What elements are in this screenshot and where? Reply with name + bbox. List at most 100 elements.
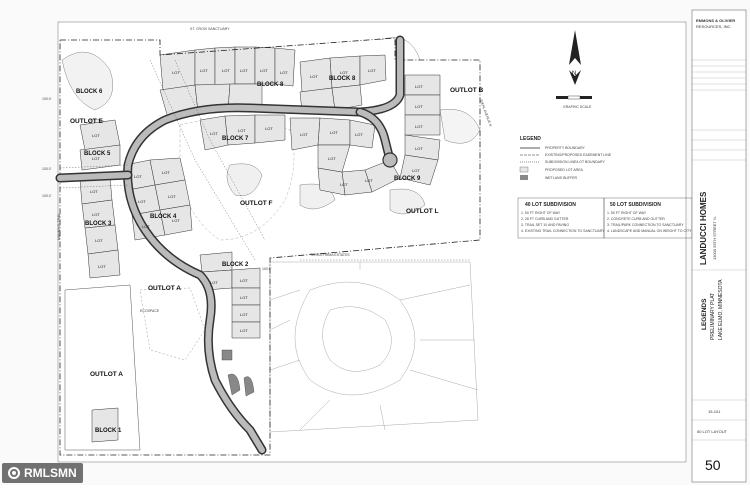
graphic-scale: GRAPHIC SCALE: [556, 95, 592, 109]
map-label: LOT: [240, 278, 248, 283]
map-label: LOT: [172, 70, 180, 75]
block-label: BLOCK 8: [329, 76, 356, 82]
row-lines: [59, 59, 470, 261]
map-label: EXISTING/PROPOSED EASEMENT LINE: [545, 153, 612, 157]
block-labels: BLOCK 6 BLOCK 8 BLOCK 8 BLOCK 7 BLOCK 9 …: [76, 76, 421, 434]
map-label: LOT: [265, 126, 273, 131]
map-label: MANNING TRAIL: [57, 213, 61, 240]
map-label: LOT: [415, 104, 423, 109]
map-label: LOT: [142, 224, 150, 229]
map-label: 1. 50 FT RIGHT OF WAY: [521, 211, 561, 215]
map-label: LOT: [90, 189, 98, 194]
map-label: LOT: [92, 156, 100, 161]
map-label: 40 LOT SUBDIVISION: [525, 202, 576, 208]
north-arrow-icon: N: [569, 30, 581, 85]
map-label: LOT: [415, 146, 423, 151]
map-label: LOT: [95, 238, 103, 243]
map-label: LOT: [328, 156, 336, 161]
map-label: 2. CONCRETE CURB AND GUTTER: [607, 217, 665, 221]
map-label: LOT: [200, 68, 208, 73]
map-label: 3. TRAIL/PARK CONNECTION TO SANCTUARY: [607, 223, 684, 227]
map-label: LOT: [340, 70, 348, 75]
outlot-label: OUTLOT L: [406, 208, 439, 215]
adjacent-plat-terra-firma: [269, 261, 479, 433]
map-label: SUBDIVISION LINE/LOT BOUNDARY: [545, 160, 605, 164]
map-label: PROPERTY BOUNDARY: [545, 146, 586, 150]
map-label: LOT: [415, 124, 423, 129]
map-label: 3. TRAIL SET 10 AND PAVING: [521, 223, 569, 227]
map-label: LAKE ELMO, MINNESOTA: [718, 279, 724, 340]
map-label: LOT: [238, 128, 246, 133]
outlot-labels: OUTLOT F OUTLOT A OUTLOT A OUTLOT B OUTL…: [70, 87, 484, 378]
map-label: LOT: [240, 312, 248, 317]
map-label: LOT: [172, 218, 180, 223]
map-label: LOT: [222, 68, 230, 73]
map-label: 100.0': [42, 194, 52, 198]
block-label: BLOCK 7: [222, 136, 249, 142]
map-label: TERRA FIRMA ESTATES: [310, 253, 350, 257]
map-label: LOT: [240, 295, 248, 300]
map-label: N: [572, 71, 576, 77]
map-label: LOT: [240, 68, 248, 73]
map-label: LOT: [340, 182, 348, 187]
map-label: LOT: [412, 168, 420, 173]
map-label: ST. CROIX SANCTUARY: [190, 27, 230, 31]
map-label: LOT: [98, 264, 106, 269]
map-label: 1. 50 FT RIGHT OF WAY: [607, 211, 647, 215]
outlot-label: OUTLOT A: [90, 371, 123, 378]
watermark-badge: RMLSMN: [2, 463, 83, 483]
map-label: 50 LOT LAYOUT: [697, 429, 728, 434]
map-label: PROPOSED LOT AREA: [545, 168, 584, 172]
block-label: BLOCK 6: [76, 89, 103, 95]
lot-labels: LOT LOT LOT LOT LOT LOT LOT LOT LOT LOT …: [90, 68, 423, 333]
block-label: BLOCK 1: [95, 428, 122, 434]
map-label: LOT: [92, 212, 100, 217]
map-label: 13000 55TH STREET N.: [712, 216, 717, 260]
outlot-label: OUTLOT A: [148, 285, 181, 292]
map-label: LOT: [162, 170, 170, 175]
map-label: EMMONS & OLIVIER: [696, 18, 735, 23]
map-label: LEGEND: [520, 136, 541, 142]
map-label: LOT: [310, 74, 318, 79]
legend: LEGEND PROPERTY BOUNDARY EXISTING/PROPOS…: [517, 136, 693, 239]
map-label: LOT: [210, 280, 218, 285]
property-boundary: [59, 37, 481, 456]
map-label: LOT: [92, 133, 100, 138]
map-label: ECOSPACE: [140, 309, 160, 313]
map-label: WETLAND BUFFER: [545, 176, 578, 180]
map-label: 4. LANDSCAPE AND MANUAL ON WEIGHT TO CIT…: [607, 229, 692, 233]
outlot-a-area: [64, 284, 141, 451]
block-label: BLOCK 5: [84, 151, 111, 157]
map-label: LOT: [134, 174, 142, 179]
watermark-text: RMLSMN: [24, 466, 77, 480]
outlot-label: OUTLOT F: [240, 200, 273, 207]
client-name: LANDUCCI HOMES: [699, 191, 708, 265]
map-label: LOT: [280, 70, 288, 75]
block-label: BLOCK 9: [394, 176, 421, 182]
map-label: LOT: [210, 131, 218, 136]
project-name: LEGENDS: [701, 298, 708, 330]
block-label: BLOCK 2: [222, 262, 249, 268]
map-label: PRELIMINARY PLAT: [710, 293, 716, 340]
block-label: BLOCK 4: [150, 214, 177, 220]
map-label: 50 LOT SUBDIVISION: [610, 202, 661, 208]
lots: [79, 46, 441, 443]
scale-label: GRAPHIC SCALE: [563, 105, 592, 109]
map-label: 100.0': [42, 167, 52, 171]
map-label: 15-101: [708, 409, 721, 414]
map-label: LOT: [240, 328, 248, 333]
map-label: LOT: [260, 68, 268, 73]
map-label: RESOURCES, INC.: [696, 24, 732, 29]
map-label: LOT: [365, 178, 373, 183]
rmls-logo-icon: [8, 467, 20, 479]
map-label: 4. EXISTING TRAIL CONNECTION TO SANCTUAR…: [521, 229, 605, 233]
map-label: LOT: [355, 132, 363, 137]
map-label: LOT: [330, 130, 338, 135]
dark-fill-areas: [221, 349, 255, 397]
map-label: LOT: [415, 84, 423, 89]
sheet-number: 50: [705, 457, 721, 473]
map-label: LOT: [300, 132, 308, 137]
map-label: LOT: [168, 194, 176, 199]
